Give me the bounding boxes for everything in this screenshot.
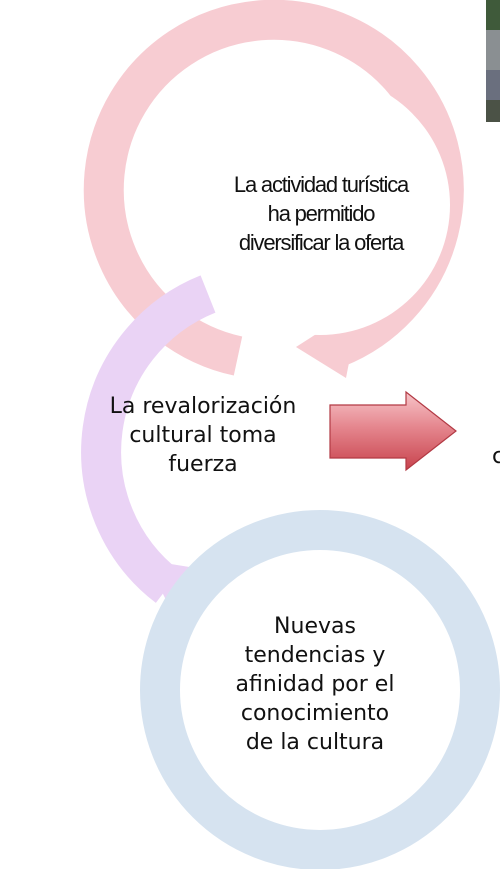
cycle-ring-3 — [140, 510, 500, 869]
right-arrow — [329, 390, 457, 472]
step-label-2: La revalorización cultural toma fuerza — [109, 394, 297, 477]
cycle-ring-2-arc — [81, 275, 216, 603]
step-label-1: La actividad turística ha permitido dive… — [233, 172, 409, 255]
step-label-3: Nuevas tendencias y afinidad por el cono… — [235, 614, 395, 755]
cycle-ring-3-arc — [140, 510, 500, 869]
clipped-label: c — [492, 444, 500, 469]
photo-thumbnail — [486, 0, 500, 122]
cycle-ring-1-center — [190, 75, 450, 335]
